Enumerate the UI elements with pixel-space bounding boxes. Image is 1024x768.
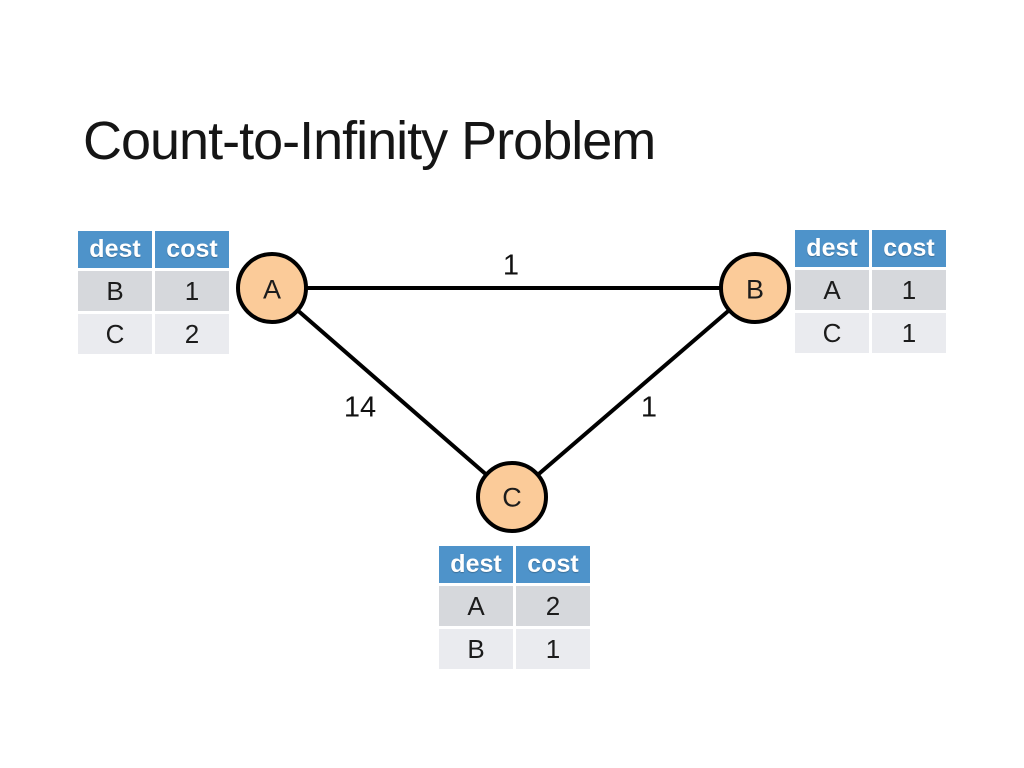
table-a-row1-cost: 2 bbox=[155, 314, 229, 354]
table-a-header-dest: dest bbox=[78, 231, 152, 268]
table-b-row1-dest: C bbox=[795, 313, 869, 353]
table-a-row0-cost: 1 bbox=[155, 271, 229, 311]
routing-table-a: dest cost B 1 C 2 bbox=[78, 231, 229, 354]
table-b-row0-dest: A bbox=[795, 270, 869, 310]
table-c-row1-dest: B bbox=[439, 629, 513, 669]
table-a-header-cost: cost bbox=[155, 231, 229, 268]
table-c-header-cost: cost bbox=[516, 546, 590, 583]
node-label-b: B bbox=[745, 274, 765, 305]
routing-table-b: dest cost A 1 C 1 bbox=[795, 230, 946, 353]
table-a-row1-dest: C bbox=[78, 314, 152, 354]
node-circle-c bbox=[476, 461, 548, 533]
edge-cost-b-c: 1 bbox=[640, 391, 658, 424]
node-circle-a bbox=[236, 252, 308, 324]
table-b-header-dest: dest bbox=[795, 230, 869, 267]
edge-cost-a-c: 14 bbox=[343, 391, 377, 424]
table-b-row0-cost: 1 bbox=[872, 270, 946, 310]
node-label-c: C bbox=[502, 482, 522, 513]
node-label-a: A bbox=[262, 274, 282, 305]
node-circle-b bbox=[719, 252, 791, 324]
edge-b-c bbox=[510, 286, 757, 499]
edge-a-c bbox=[270, 286, 514, 499]
table-b-row1-cost: 1 bbox=[872, 313, 946, 353]
table-c-row0-cost: 2 bbox=[516, 586, 590, 626]
table-a-row0-dest: B bbox=[78, 271, 152, 311]
table-c-row0-dest: A bbox=[439, 586, 513, 626]
page-title: Count-to-Infinity Problem bbox=[83, 111, 656, 171]
routing-table-c: dest cost A 2 B 1 bbox=[439, 546, 590, 669]
table-c-header-dest: dest bbox=[439, 546, 513, 583]
edge-cost-a-b: 1 bbox=[502, 249, 520, 282]
table-b-header-cost: cost bbox=[872, 230, 946, 267]
table-c-row1-cost: 1 bbox=[516, 629, 590, 669]
